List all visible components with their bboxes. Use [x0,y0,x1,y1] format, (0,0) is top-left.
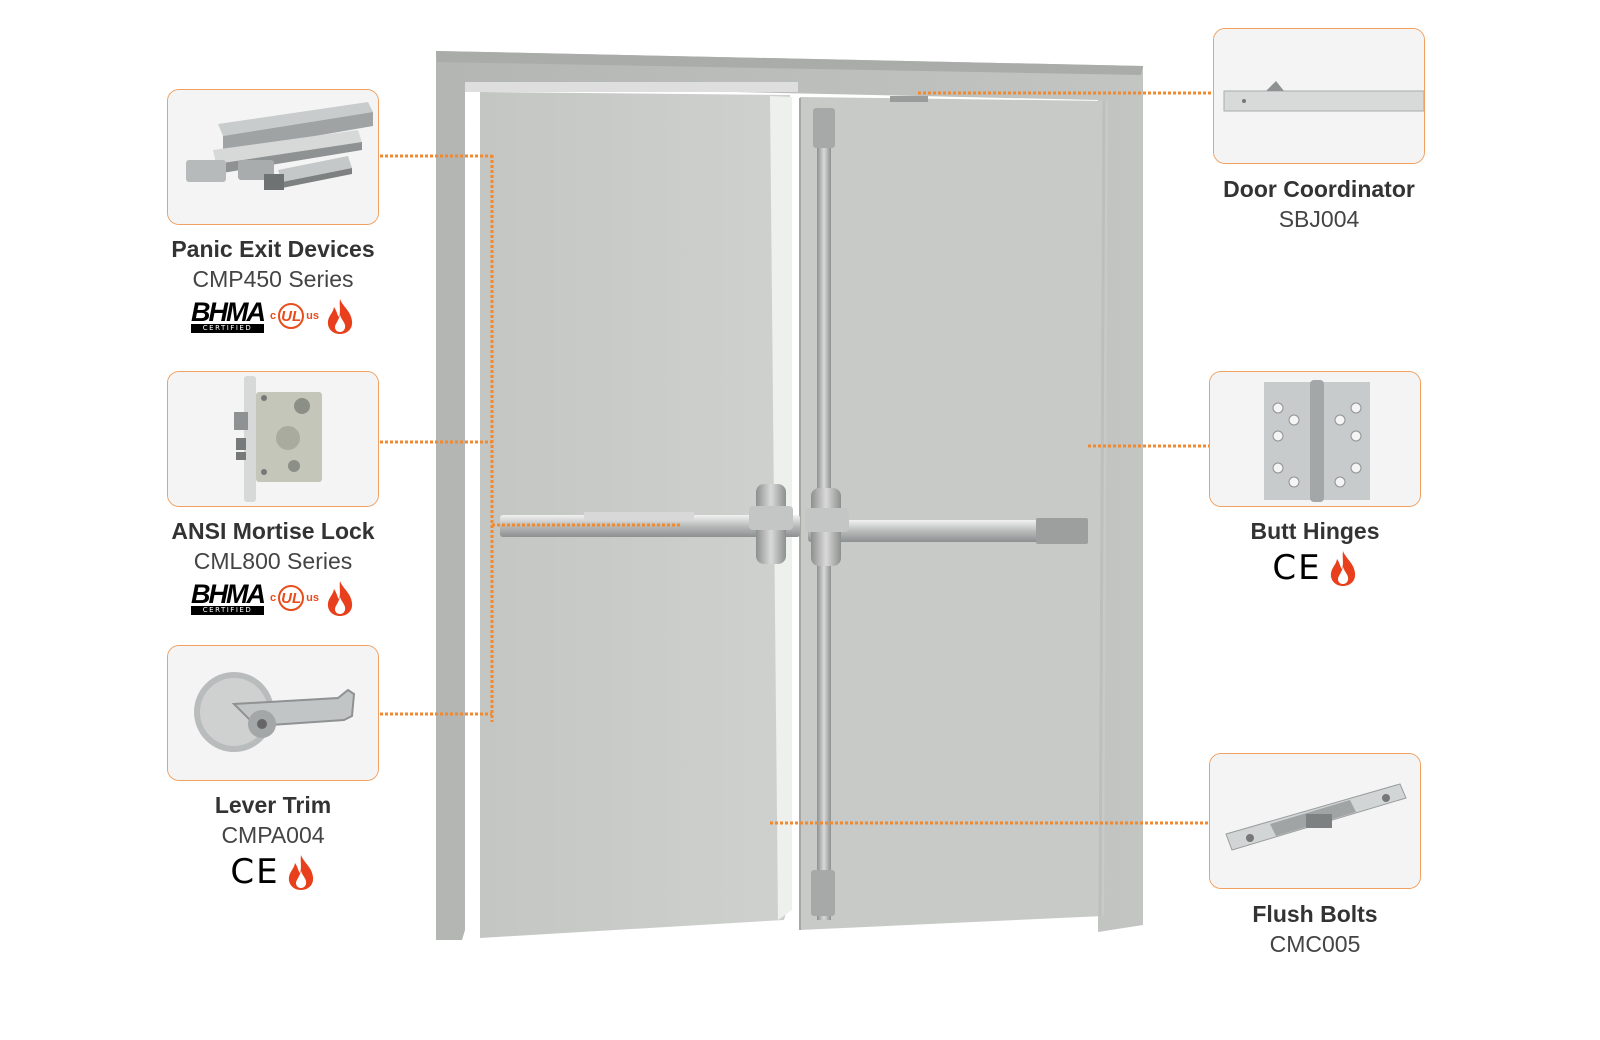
flush-bolts-label: Flush Bolts CMC005 [1185,899,1445,959]
coordinator-product-icon [1214,29,1424,163]
lever-trim-card[interactable] [167,645,379,781]
component-name: Butt Hinges [1250,518,1380,544]
ce-mark-icon: CE [230,852,280,892]
flame-icon [1330,551,1355,586]
certification-badges: CE [143,852,403,892]
ul-listed-icon: c UL us [270,303,319,329]
component-name: Flush Bolts [1252,901,1378,927]
butt-hinges-label: Butt Hinges CE [1185,516,1445,588]
ul-listed-icon: c UL us [270,585,319,611]
flame-icon [288,855,313,890]
component-code: CMC005 [1269,931,1361,957]
component-code: SBJ004 [1278,206,1360,232]
door-coordinator-card[interactable] [1213,28,1425,164]
bhma-certified-icon: BHMA CERTIFIED [191,578,266,615]
door-frame [436,51,1143,940]
right-door-leaf [800,97,1108,930]
lever-handle-product-icon [168,646,378,780]
leader-lines [380,91,1212,825]
ce-mark-icon: CE [1272,548,1322,588]
door-coordinator-label: Door Coordinator SBJ004 [1189,174,1449,234]
component-code: CMP450 Series [192,266,354,292]
flush-bolt-product-icon [1210,754,1420,888]
flush-bolts-card[interactable] [1209,753,1421,889]
mortise-lock-product-icon [168,372,378,506]
right-panic-bar [808,520,1088,542]
component-code: CML800 Series [193,548,353,574]
panic-exit-devices-card[interactable] [167,89,379,225]
component-name: Panic Exit Devices [171,236,375,262]
panic-bar-product-icon [168,90,378,224]
mortise-lock-card[interactable] [167,371,379,507]
component-name: ANSI Mortise Lock [171,518,375,544]
lever-trim-label: Lever Trim CMPA004 CE [143,790,403,892]
flame-icon [327,581,353,616]
flame-icon [327,299,353,334]
mortise-lock-label: ANSI Mortise Lock CML800 Series BHMA CER… [143,516,403,618]
panic-exit-devices-label: Panic Exit Devices CMP450 Series BHMA CE… [143,234,403,336]
bhma-certified-icon: BHMA CERTIFIED [191,296,266,333]
certification-badges: BHMA CERTIFIED c UL us [143,296,403,336]
hinge-product-icon [1210,372,1420,506]
component-name: Lever Trim [214,792,332,818]
certification-badges: CE [1185,548,1445,588]
component-code: CMPA004 [221,822,325,848]
component-name: Door Coordinator [1223,176,1415,202]
butt-hinges-card[interactable] [1209,371,1421,507]
certification-badges: BHMA CERTIFIED c UL us [143,578,403,618]
